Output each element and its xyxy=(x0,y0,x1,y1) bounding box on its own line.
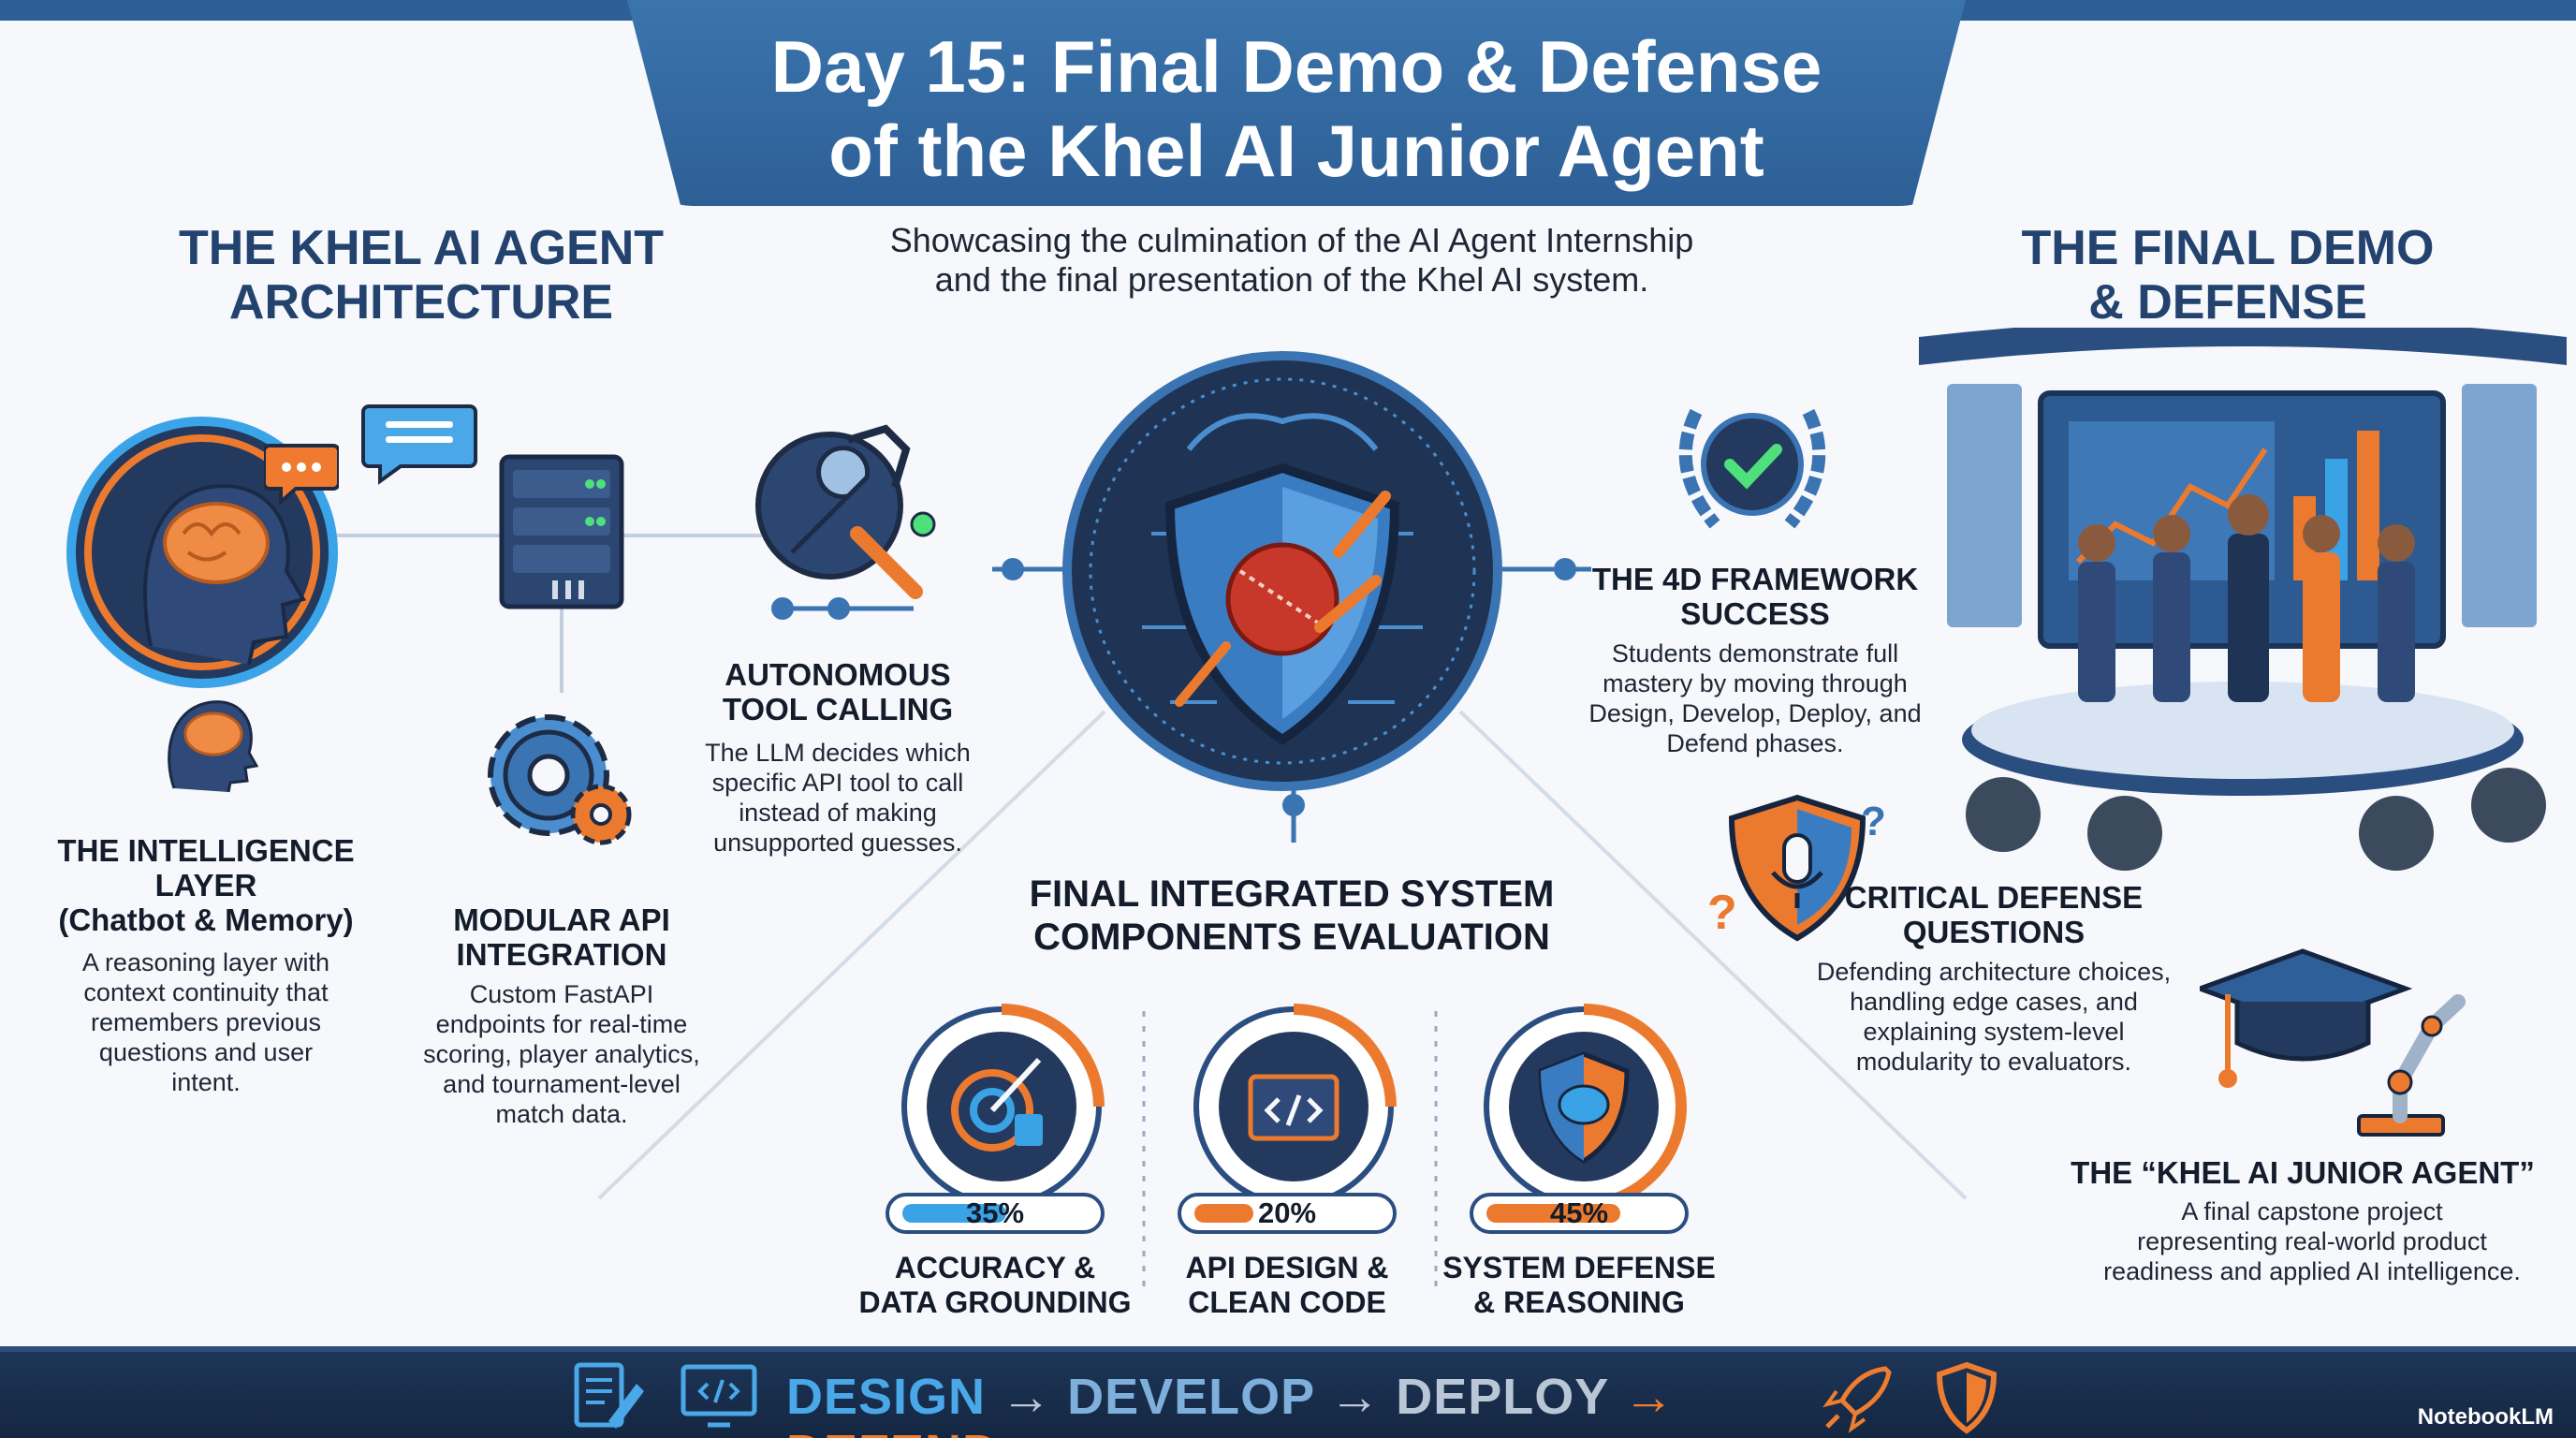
chat-bubble-icon xyxy=(264,444,339,506)
system-defense-label: SYSTEM DEFENSE & REASONING xyxy=(1442,1251,1716,1319)
system-defense-progress-bar: 45% xyxy=(1470,1193,1689,1234)
target-icon xyxy=(901,1004,1105,1207)
brain-head-icon xyxy=(168,700,258,793)
svg-text:?: ? xyxy=(1707,886,1737,940)
server-icon xyxy=(499,454,624,609)
framework-title: THE 4D FRAMEWORK SUCCESS xyxy=(1591,562,1919,631)
code-window-icon xyxy=(1193,1004,1397,1207)
footer-develop: DEVELOP xyxy=(1067,1369,1315,1425)
stage-illustration xyxy=(1919,328,2567,871)
laurel-check-icon xyxy=(1678,408,1826,529)
gear-icon xyxy=(488,714,632,845)
footer-defend: DEFEND xyxy=(786,1425,1000,1438)
chat-bubble-icon xyxy=(361,404,477,485)
notebooklm-brand: NotebookLM xyxy=(2417,1404,2554,1430)
microphone-shield-icon: ? ? xyxy=(1707,794,1886,942)
api-design-progress-bar: 20% xyxy=(1178,1193,1397,1234)
accuracy-progress-bar: 35% xyxy=(886,1193,1105,1234)
monitor-code-icon xyxy=(681,1364,757,1428)
page-title: Day 15: Final Demo & Defense of the Khel… xyxy=(770,25,1822,192)
footer-arrow: → xyxy=(1329,1369,1382,1425)
footer-4d-framework: DESIGN → DEVELOP → DEPLOY → DEFEND xyxy=(786,1369,1863,1438)
defense-questions-desc: Defending architecture choices, handling… xyxy=(1816,958,2172,1076)
progress-fill xyxy=(1194,1204,1253,1223)
brain-shield-icon xyxy=(1484,1004,1688,1210)
footer-arrow: → xyxy=(1623,1369,1676,1425)
autonomous-tool-title: AUTONOMOUS TOOL CALLING xyxy=(722,657,954,726)
subtitle: Showcasing the culmination of the AI Age… xyxy=(889,221,1694,299)
title-banner xyxy=(627,0,1966,206)
wrench-network-icon xyxy=(755,424,936,620)
progress-fill xyxy=(1486,1204,1620,1223)
modular-api-desc: Custom FastAPI endpoints for real-time s… xyxy=(423,980,700,1128)
progress-fill xyxy=(902,1204,1006,1223)
accuracy-label: ACCURACY & DATA GROUNDING xyxy=(858,1251,1132,1319)
junior-agent-title: THE “KHEL AI JUNIOR AGENT” xyxy=(2071,1155,2535,1190)
rocket-icon xyxy=(1822,1366,1892,1433)
footer-design: DESIGN xyxy=(786,1369,987,1425)
shield-cricket-ball-icon xyxy=(1062,351,1502,791)
evaluation-heading: FINAL INTEGRATED SYSTEM COMPONENTS EVALU… xyxy=(1029,873,1555,958)
framework-desc: Students demonstrate full mastery by mov… xyxy=(1588,639,1922,757)
architecture-heading: THE KHEL AI AGENT ARCHITECTURE xyxy=(178,221,665,330)
autonomous-tool-desc: The LLM decides which specific API tool … xyxy=(705,739,971,857)
modular-api-title: MODULAR API INTEGRATION xyxy=(453,902,670,972)
footer-bar xyxy=(0,1346,2576,1438)
defense-questions-title: CRITICAL DEFENSE QUESTIONS xyxy=(1844,880,2144,949)
svg-text:?: ? xyxy=(1861,799,1886,844)
footer-arrow: → xyxy=(1001,1369,1053,1425)
shield-icon xyxy=(1936,1361,1998,1434)
junior-agent-desc: A final capstone project representing re… xyxy=(2103,1197,2521,1285)
final-demo-heading: THE FINAL DEMO & DEFENSE xyxy=(2021,221,2435,330)
api-design-label: API DESIGN & CLEAN CODE xyxy=(1185,1251,1389,1319)
top-bar-right xyxy=(1938,0,2576,21)
top-bar-left xyxy=(0,0,655,21)
intelligence-layer-title: THE INTELLIGENCE LAYER (Chatbot & Memory… xyxy=(57,833,355,937)
intelligence-layer-desc: A reasoning layer with context continuit… xyxy=(81,948,330,1096)
document-pencil-icon xyxy=(574,1362,644,1429)
footer-deploy: DEPLOY xyxy=(1396,1369,1609,1425)
graduation-cap-robot-arm-icon xyxy=(2200,948,2466,1137)
